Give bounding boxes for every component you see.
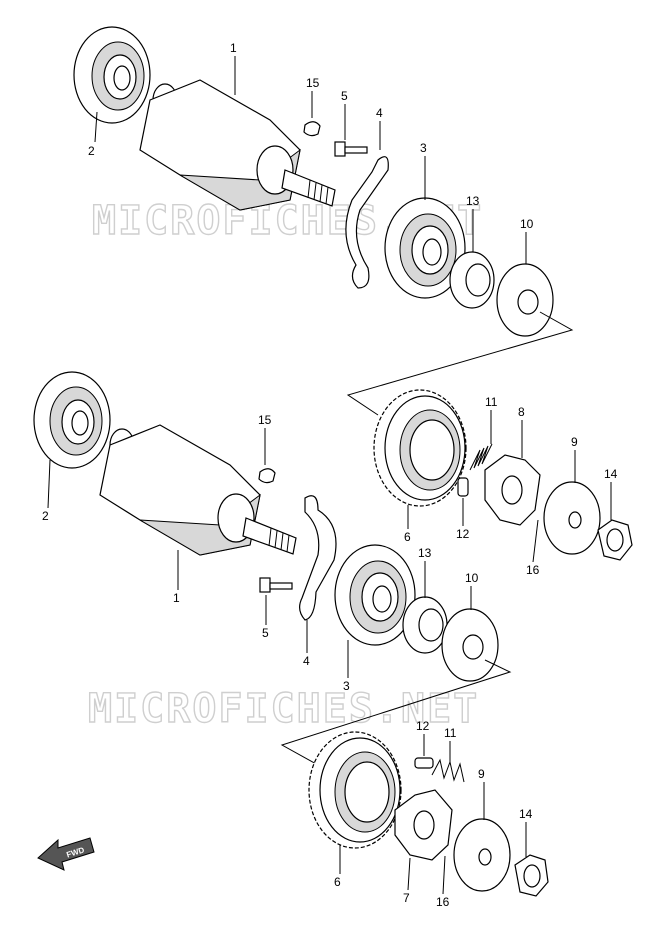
washer-9-bottom xyxy=(453,818,511,892)
driven-gear-6-bottom xyxy=(308,731,402,849)
label-3-top: 3 xyxy=(420,141,427,155)
balancer-shaft-top xyxy=(139,79,336,211)
label-14-mid: 14 xyxy=(604,467,618,481)
label-10-mid: 10 xyxy=(465,571,479,585)
pin-12-bottom xyxy=(414,757,434,769)
pin-12-mid xyxy=(457,477,469,497)
spring-11-bottom xyxy=(431,758,465,783)
label-15-mid: 15 xyxy=(258,413,272,427)
fwd-arrow-icon: FWD xyxy=(37,837,95,871)
washer-10-top xyxy=(496,263,554,337)
label-4-mid: 4 xyxy=(303,654,310,668)
nut-14-mid xyxy=(597,519,633,561)
label-6-mid: 6 xyxy=(404,530,411,544)
label-2-top: 2 xyxy=(88,144,95,158)
label-12-bottom: 12 xyxy=(416,719,430,733)
label-10-top: 10 xyxy=(520,217,534,231)
washer-10-mid xyxy=(441,608,499,682)
bearing-2-mid xyxy=(33,371,111,469)
driven-gear-6-mid xyxy=(373,389,467,507)
label-7-bottom: 7 xyxy=(403,891,410,905)
key-15-mid xyxy=(258,468,276,484)
bolt-5-mid xyxy=(259,577,293,593)
label-1-top: 1 xyxy=(230,41,237,55)
label-14-bottom: 14 xyxy=(519,807,533,821)
label-13-top: 13 xyxy=(466,194,480,208)
label-4-top: 4 xyxy=(376,106,383,120)
label-11-bottom: 11 xyxy=(444,726,457,740)
label-6-bottom: 6 xyxy=(334,875,341,889)
bearing-2-top xyxy=(73,26,151,124)
label-16-mid: 16 xyxy=(526,563,540,577)
label-9-bottom: 9 xyxy=(478,767,485,781)
nut-14-bottom xyxy=(514,854,549,897)
label-12-mid: 12 xyxy=(456,527,470,541)
label-8-mid: 8 xyxy=(518,405,525,419)
label-1-mid: 1 xyxy=(173,591,180,605)
spacer-13-top xyxy=(449,251,495,309)
spacer-13-mid xyxy=(402,596,448,654)
label-2-mid: 2 xyxy=(42,509,49,523)
bearing-3-top xyxy=(384,197,466,299)
plate-4-mid xyxy=(299,495,337,621)
label-9-mid: 9 xyxy=(571,435,578,449)
balancer-shaft-mid xyxy=(99,424,297,556)
bolt-5-top xyxy=(334,141,368,157)
label-13-mid: 13 xyxy=(418,546,432,560)
watermark-bottom: MICROFICHES.NET xyxy=(88,686,479,732)
bearing-3-mid xyxy=(334,544,416,646)
label-11-mid: 11 xyxy=(485,395,498,409)
washer-9-mid xyxy=(543,481,601,555)
label-3-mid: 3 xyxy=(343,679,350,693)
label-16-bottom: 16 xyxy=(436,895,450,909)
label-5-mid: 5 xyxy=(262,626,269,640)
plate-4-top xyxy=(345,156,389,289)
label-5-top: 5 xyxy=(341,89,348,103)
label-15-top: 15 xyxy=(306,76,320,90)
key-15-top xyxy=(303,121,321,137)
spring-11-mid xyxy=(469,443,493,471)
